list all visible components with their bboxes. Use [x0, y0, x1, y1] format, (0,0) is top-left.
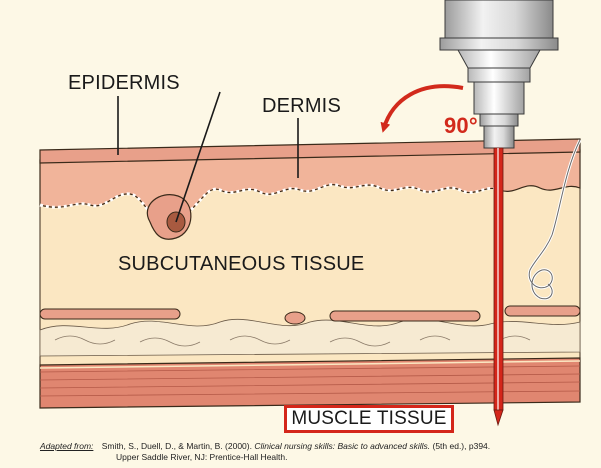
angle-label: 90°: [444, 113, 478, 139]
citation-authors: Smith, S., Duell, D., & Martin, B. (2000…: [102, 441, 252, 451]
muscle-label-text: MUSCLE TISSUE: [291, 408, 446, 430]
citation-edition: (5th ed.), p394.: [432, 441, 490, 451]
muscle-label: MUSCLE TISSUE: [284, 405, 454, 433]
citation: Adapted from: Smith, S., Duell, D., & Ma…: [40, 441, 490, 463]
citation-publisher: Upper Saddle River, NJ: Prentice-Hall He…: [40, 452, 490, 463]
epidermis-label: EPIDERMIS: [68, 72, 180, 95]
subcutaneous-label: SUBCUTANEOUS TISSUE: [118, 253, 364, 276]
citation-source-label: Adapted from:: [40, 441, 93, 451]
dermis-label: DERMIS: [262, 95, 341, 118]
citation-title: Clinical nursing skills: Basic to advanc…: [254, 441, 430, 451]
needle: [494, 148, 503, 425]
